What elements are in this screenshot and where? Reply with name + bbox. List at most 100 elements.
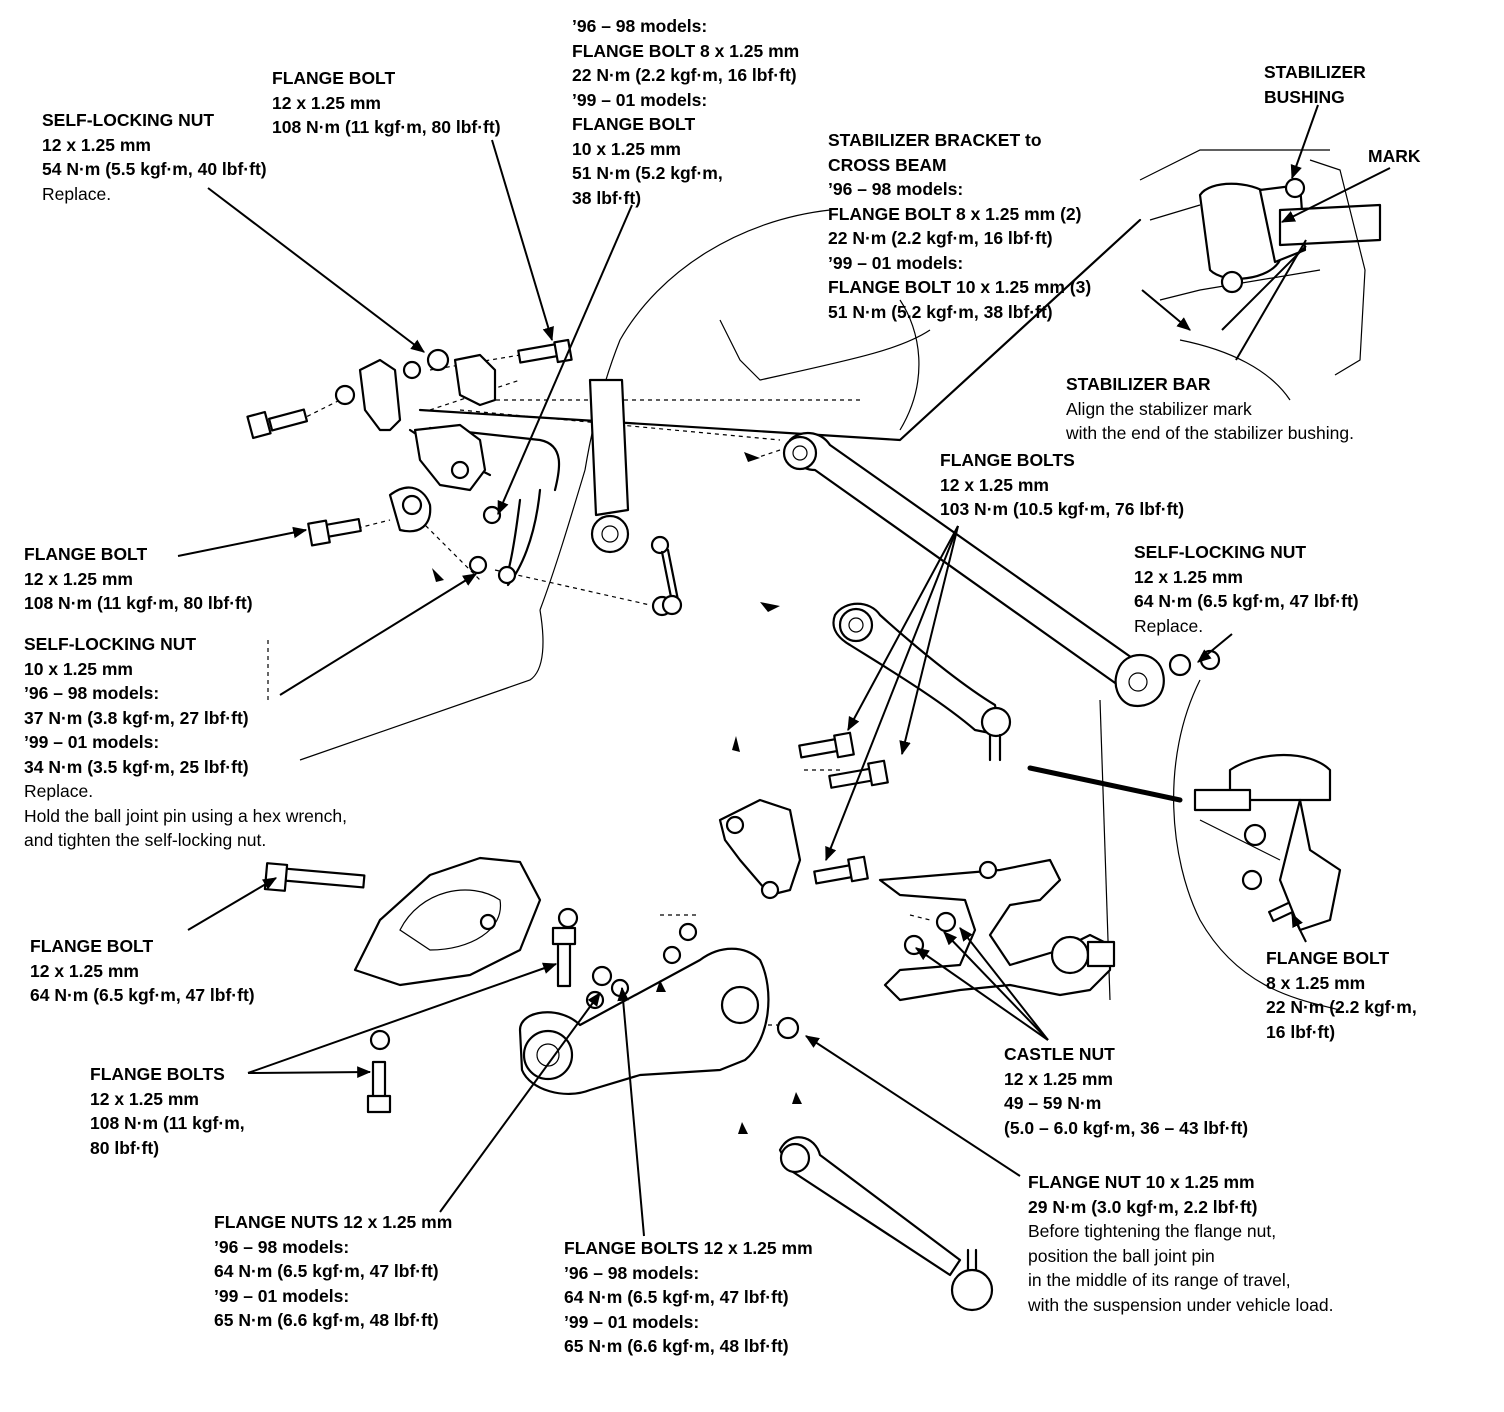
callout-mark: MARK <box>1368 144 1421 169</box>
callout-stabilizer-bar: STABILIZER BAR Align the stabilizer mark… <box>1066 372 1354 446</box>
label-line: FLANGE BOLT <box>24 544 148 564</box>
label-line: FLANGE BOLT <box>272 68 396 88</box>
label-line: 34 N·m (3.5 kgf·m, 25 lbf·ft) <box>24 756 249 777</box>
label-line: MARK <box>1368 146 1421 166</box>
label-line: FLANGE BOLT <box>572 114 696 134</box>
callout-flange-bolts-bottom: FLANGE BOLTS 12 x 1.25 mm ’96 – 98 model… <box>564 1236 813 1359</box>
label-line: 10 x 1.25 mm <box>24 658 133 679</box>
callout-flange-nut: FLANGE NUT 10 x 1.25 mm 29 N·m (3.0 kgf·… <box>1028 1170 1333 1317</box>
label-line: 12 x 1.25 mm <box>272 92 381 113</box>
label-line: position the ball joint pin <box>1028 1245 1215 1266</box>
label-line: 12 x 1.25 mm <box>42 134 151 155</box>
label-line: ’96 – 98 models: <box>572 16 708 36</box>
upper-arm <box>782 432 1165 708</box>
label-line: Align the stabilizer mark <box>1066 398 1252 419</box>
label-line: 12 x 1.25 mm <box>1004 1068 1113 1089</box>
label-line: 54 N·m (5.5 kgf·m, 40 lbf·ft) <box>42 159 267 179</box>
label-line: STABILIZER BAR <box>1066 374 1211 394</box>
label-line: 38 lbf·ft) <box>572 187 642 208</box>
damper <box>588 378 630 554</box>
callout-self-locking-nut-right: SELF-LOCKING NUT 12 x 1.25 mm 64 N·m (6.… <box>1134 540 1359 638</box>
label-line: ’96 – 98 models: <box>564 1262 700 1283</box>
label-line: FLANGE BOLT <box>30 936 154 956</box>
callout-flange-bolt-far-right: FLANGE BOLT 8 x 1.25 mm 22 N·m (2.2 kgf·… <box>1266 946 1417 1044</box>
label-line: 108 N·m (11 kgf·m, <box>90 1113 245 1133</box>
label-line: 108 N·m (11 kgf·m, 80 lbf·ft) <box>24 593 253 613</box>
callout-flange-bolt-left-low: FLANGE BOLT 12 x 1.25 mm 64 N·m (6.5 kgf… <box>30 934 255 1008</box>
label-line: 16 lbf·ft) <box>1266 1021 1336 1042</box>
callout-flange-bolts-right: FLANGE BOLTS 12 x 1.25 mm 103 N·m (10.5 … <box>940 448 1184 522</box>
cross-beam-bracket <box>718 798 802 900</box>
direction-arrows <box>432 452 802 1134</box>
label-line: ’96 – 98 models: <box>828 179 964 199</box>
label-line: FLANGE BOLTS 12 x 1.25 mm <box>564 1238 813 1258</box>
label-line: ’96 – 98 models: <box>24 683 160 703</box>
lower-arm <box>778 1136 994 1312</box>
label-line: ’99 – 01 models: <box>828 252 964 273</box>
stabilizer-bar <box>408 218 1142 587</box>
label-line: 10 x 1.25 mm <box>572 138 681 159</box>
callout-stabilizer-bushing: STABILIZER BUSHING <box>1264 60 1366 109</box>
label-line: ’96 – 98 models: <box>214 1236 350 1257</box>
label-line: SELF-LOCKING NUT <box>24 634 197 654</box>
mount-plate <box>353 856 542 987</box>
label-line: ’99 – 01 models: <box>564 1311 700 1332</box>
label-line: 37 N·m (3.8 kgf·m, 27 lbf·ft) <box>24 707 249 728</box>
label-line: STABILIZER BRACKET to <box>828 130 1042 150</box>
label-line: Before tightening the flange nut, <box>1028 1221 1277 1241</box>
inset-stabilizer-bushing <box>1198 159 1382 376</box>
label-line: 51 N·m (5.2 kgf·m, 38 lbf·ft) <box>828 301 1053 322</box>
label-line: FLANGE NUT 10 x 1.25 mm <box>1028 1172 1255 1192</box>
label-line: 65 N·m (6.6 kgf·m, 48 lbf·ft) <box>564 1336 789 1356</box>
callout-self-locking-nut-top-left: SELF-LOCKING NUT 12 x 1.25 mm 54 N·m (5.… <box>42 108 267 206</box>
label-line: FLANGE BOLT 8 x 1.25 mm (2) <box>828 203 1082 224</box>
knuckle <box>878 858 1116 1002</box>
label-line: 103 N·m (10.5 kgf·m, 76 lbf·ft) <box>940 499 1185 519</box>
label-line: FLANGE BOLT <box>1266 948 1390 968</box>
label-line: 108 N·m (11 kgf·m, 80 lbf·ft) <box>272 117 501 137</box>
label-line: 22 N·m (2.2 kgf·m, 16 lbf·ft) <box>828 228 1053 248</box>
label-line: FLANGE BOLT 10 x 1.25 mm (3) <box>828 277 1092 297</box>
label-line: 8 x 1.25 mm <box>1266 972 1366 993</box>
label-line: FLANGE BOLTS <box>90 1064 225 1084</box>
label-line: 12 x 1.25 mm <box>30 960 139 981</box>
label-line: ’99 – 01 models: <box>572 89 708 110</box>
stabilizer-bracket-left <box>334 348 502 575</box>
bolts <box>246 338 1310 1114</box>
label-line: FLANGE BOLT 8 x 1.25 mm <box>572 40 800 61</box>
label-line: 51 N·m (5.2 kgf·m, <box>572 163 723 183</box>
label-line: 64 N·m (6.5 kgf·m, 47 lbf·ft) <box>564 1287 789 1307</box>
leader-lines <box>177 104 1391 1237</box>
label-line: STABILIZER <box>1264 62 1366 82</box>
label-line: 29 N·m (3.0 kgf·m, 2.2 lbf·ft) <box>1028 1196 1258 1217</box>
label-line: 64 N·m (6.5 kgf·m, 47 lbf·ft) <box>214 1261 439 1281</box>
compensator-arm <box>832 602 1012 762</box>
label-line: ’99 – 01 models: <box>214 1285 350 1306</box>
label-line: with the suspension under vehicle load. <box>1028 1294 1334 1315</box>
label-line: 12 x 1.25 mm <box>940 474 1049 495</box>
label-line: FLANGE NUTS 12 x 1.25 mm <box>214 1212 453 1232</box>
label-line: SELF-LOCKING NUT <box>1134 542 1307 562</box>
label-line: Replace. <box>1134 615 1204 636</box>
callout-flange-bolts-left-low: FLANGE BOLTS 12 x 1.25 mm 108 N·m (11 kg… <box>90 1062 245 1160</box>
label-line: FLANGE BOLTS <box>940 450 1075 470</box>
label-line: 64 N·m (6.5 kgf·m, 47 lbf·ft) <box>1134 591 1359 611</box>
callout-flange-bolt-top: FLANGE BOLT 12 x 1.25 mm 108 N·m (11 kgf… <box>272 66 501 140</box>
label-line: 22 N·m (2.2 kgf·m, 16 lbf·ft) <box>572 65 797 85</box>
callout-flange-bolt-top-center: ’96 – 98 models: FLANGE BOLT 8 x 1.25 mm… <box>572 14 799 210</box>
label-line: CASTLE NUT <box>1004 1044 1115 1064</box>
label-line: 65 N·m (6.6 kgf·m, 48 lbf·ft) <box>214 1310 439 1330</box>
label-line: Replace. <box>24 781 94 801</box>
stabilizer-link <box>650 535 683 616</box>
callout-castle-nut: CASTLE NUT 12 x 1.25 mm 49 – 59 N·m (5.0… <box>1004 1042 1248 1140</box>
label-line: ’99 – 01 models: <box>24 732 160 752</box>
label-line: with the end of the stabilizer bushing. <box>1066 423 1354 443</box>
label-line: Replace. <box>42 183 112 204</box>
label-line: BUSHING <box>1264 86 1345 107</box>
label-line: CROSS BEAM <box>828 154 947 175</box>
callout-self-locking-nut-left-mid: SELF-LOCKING NUT 10 x 1.25 mm ’96 – 98 m… <box>24 632 347 853</box>
label-line: 22 N·m (2.2 kgf·m, <box>1266 997 1417 1017</box>
callout-stabilizer-bracket: STABILIZER BRACKET to CROSS BEAM ’96 – 9… <box>828 128 1091 324</box>
